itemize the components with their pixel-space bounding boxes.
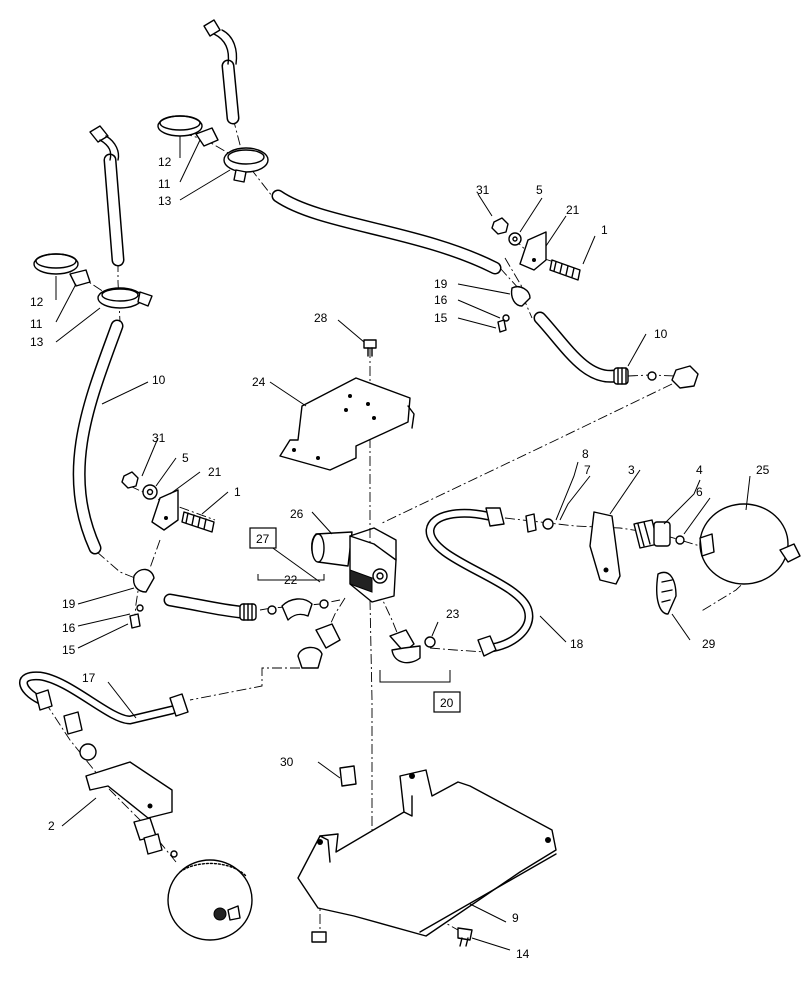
- bolt-14: [457, 927, 473, 947]
- bracket-hardware-lower: [121, 471, 215, 629]
- callout-5: 5: [536, 183, 543, 197]
- callout-31: 31: [152, 431, 166, 445]
- callout-27: 27: [256, 532, 270, 546]
- base-plate-9: [297, 769, 557, 937]
- shim-30: [339, 765, 357, 787]
- callout-8: 8: [582, 447, 589, 461]
- accumulator-lower-left: [63, 711, 253, 941]
- callout-23: 23: [446, 607, 460, 621]
- callout-1: 1: [601, 223, 608, 237]
- callout-16: 16: [62, 621, 76, 635]
- callout-7: 7: [584, 463, 591, 477]
- callout-6: 6: [696, 485, 703, 499]
- bracket-2: [85, 761, 173, 819]
- callout-2: 2: [48, 819, 55, 833]
- callout-13: 13: [30, 335, 44, 349]
- callout-30: 30: [280, 755, 294, 769]
- callout-10: 10: [152, 373, 166, 387]
- callout-27-box: [249, 527, 277, 549]
- callout-24: 24: [252, 375, 266, 389]
- callout-31: 31: [476, 183, 490, 197]
- callout-28: 28: [314, 311, 328, 325]
- callout-15: 15: [62, 643, 76, 657]
- callout-10: 10: [654, 327, 668, 341]
- callout-21: 21: [566, 203, 580, 217]
- callout-19: 19: [62, 597, 76, 611]
- callout-12: 12: [158, 155, 172, 169]
- bolt-lower: [311, 931, 327, 943]
- mount-plate-24: [279, 377, 415, 471]
- callout-26: 26: [290, 507, 304, 521]
- callout-4: 4: [696, 463, 703, 477]
- callout-18: 18: [570, 637, 584, 651]
- elbow-fitting-20: [389, 629, 436, 664]
- callout-labels: 1 1 2 3 4 5 5 6 8 7 9 10 10 11 11 12 12 …: [30, 155, 770, 961]
- callout-16: 16: [434, 293, 448, 307]
- callout-20-box: [433, 691, 461, 713]
- callout-12: 12: [30, 295, 44, 309]
- tube-18: [425, 507, 534, 657]
- hose-clamp-lower: [33, 253, 153, 309]
- fitting-lower-left-of-valve: [297, 623, 341, 669]
- callout-1: 1: [234, 485, 241, 499]
- tube-17: [19, 671, 189, 725]
- hose-upper-right: [203, 19, 699, 389]
- callout-9: 9: [512, 911, 519, 925]
- hose-left: [72, 125, 257, 621]
- callout-17: 17: [82, 671, 96, 685]
- callout-19: 19: [434, 277, 448, 291]
- callout-21: 21: [208, 465, 222, 479]
- callout-29: 29: [702, 637, 716, 651]
- callout-14: 14: [516, 947, 530, 961]
- callout-11: 11: [158, 177, 171, 191]
- leader-lines: [55, 136, 751, 951]
- callout-25: 25: [756, 463, 770, 477]
- bracket-hardware-upper: [491, 217, 581, 333]
- hose-clamp-upper: [157, 115, 269, 183]
- callout-20: 20: [440, 696, 454, 710]
- callout-13: 13: [158, 194, 172, 208]
- valve-26: [311, 527, 397, 603]
- accumulator-25: [525, 503, 801, 615]
- callout-11: 11: [30, 317, 43, 331]
- callout-3: 3: [628, 463, 635, 477]
- callout-5: 5: [182, 451, 189, 465]
- callout-15: 15: [434, 311, 448, 325]
- callout-22: 22: [284, 573, 298, 587]
- bolt-28: [363, 339, 377, 357]
- fitting-22: [267, 598, 329, 621]
